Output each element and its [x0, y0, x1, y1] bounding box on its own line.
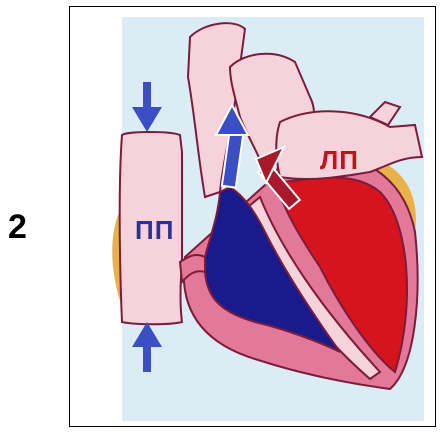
right-atrium-label: ПП — [135, 215, 174, 246]
left-atrium-label: ЛП — [320, 145, 359, 176]
heart-diagram — [70, 7, 435, 426]
heart-diagram-frame: ПП ЛП — [69, 6, 436, 427]
step-number: 2 — [8, 210, 27, 244]
